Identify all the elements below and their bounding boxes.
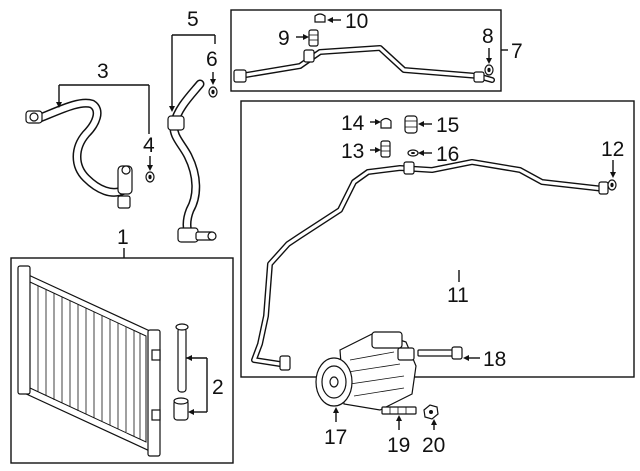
nut-20 — [423, 404, 439, 420]
condenser-1 — [17, 265, 161, 457]
o-ring-6 — [208, 86, 218, 98]
callout-9: 9 — [278, 27, 290, 50]
o-ring-16 — [407, 149, 419, 157]
callout-18: 18 — [483, 348, 506, 371]
bolt-18 — [417, 346, 463, 360]
callout-17: 17 — [324, 426, 347, 449]
callout-19: 19 — [387, 434, 410, 457]
o-ring-4 — [145, 171, 155, 183]
service-valve-9 — [308, 29, 319, 47]
callout-12: 12 — [601, 138, 624, 161]
callout-1: 1 — [117, 226, 129, 249]
callout-3: 3 — [97, 60, 109, 83]
callout-7: 7 — [511, 40, 523, 63]
hose-assembly-5 — [167, 79, 217, 243]
o-ring-12 — [607, 179, 617, 191]
o-ring-8 — [484, 64, 494, 76]
callout-14: 14 — [341, 112, 365, 135]
callout-2: 2 — [212, 376, 224, 399]
leader-lines — [56, 17, 616, 430]
callout-13: 13 — [341, 140, 364, 163]
callout-4: 4 — [143, 134, 155, 157]
callout-20: 20 — [422, 434, 445, 457]
service-valve-13 — [380, 140, 391, 158]
hose-assembly-3 — [25, 98, 133, 209]
box-condenser — [10, 257, 234, 464]
valve-cap-10 — [314, 13, 326, 23]
callout-11: 11 — [447, 284, 469, 307]
receiver-drier-2 — [173, 323, 189, 421]
stud-19 — [381, 406, 417, 415]
pipe-assembly-11 — [251, 159, 609, 371]
callout-15: 15 — [436, 114, 459, 137]
callout-16: 16 — [436, 143, 459, 166]
callout-8: 8 — [482, 25, 494, 48]
callout-6: 6 — [206, 48, 218, 71]
pipe-assembly-7 — [233, 45, 495, 83]
callout-10: 10 — [345, 10, 368, 33]
callout-5: 5 — [187, 8, 199, 31]
valve-cap-14 — [380, 117, 392, 129]
compressor-17 — [315, 331, 417, 411]
pressure-switch-15 — [404, 115, 418, 134]
box-liquid-line — [240, 100, 635, 378]
